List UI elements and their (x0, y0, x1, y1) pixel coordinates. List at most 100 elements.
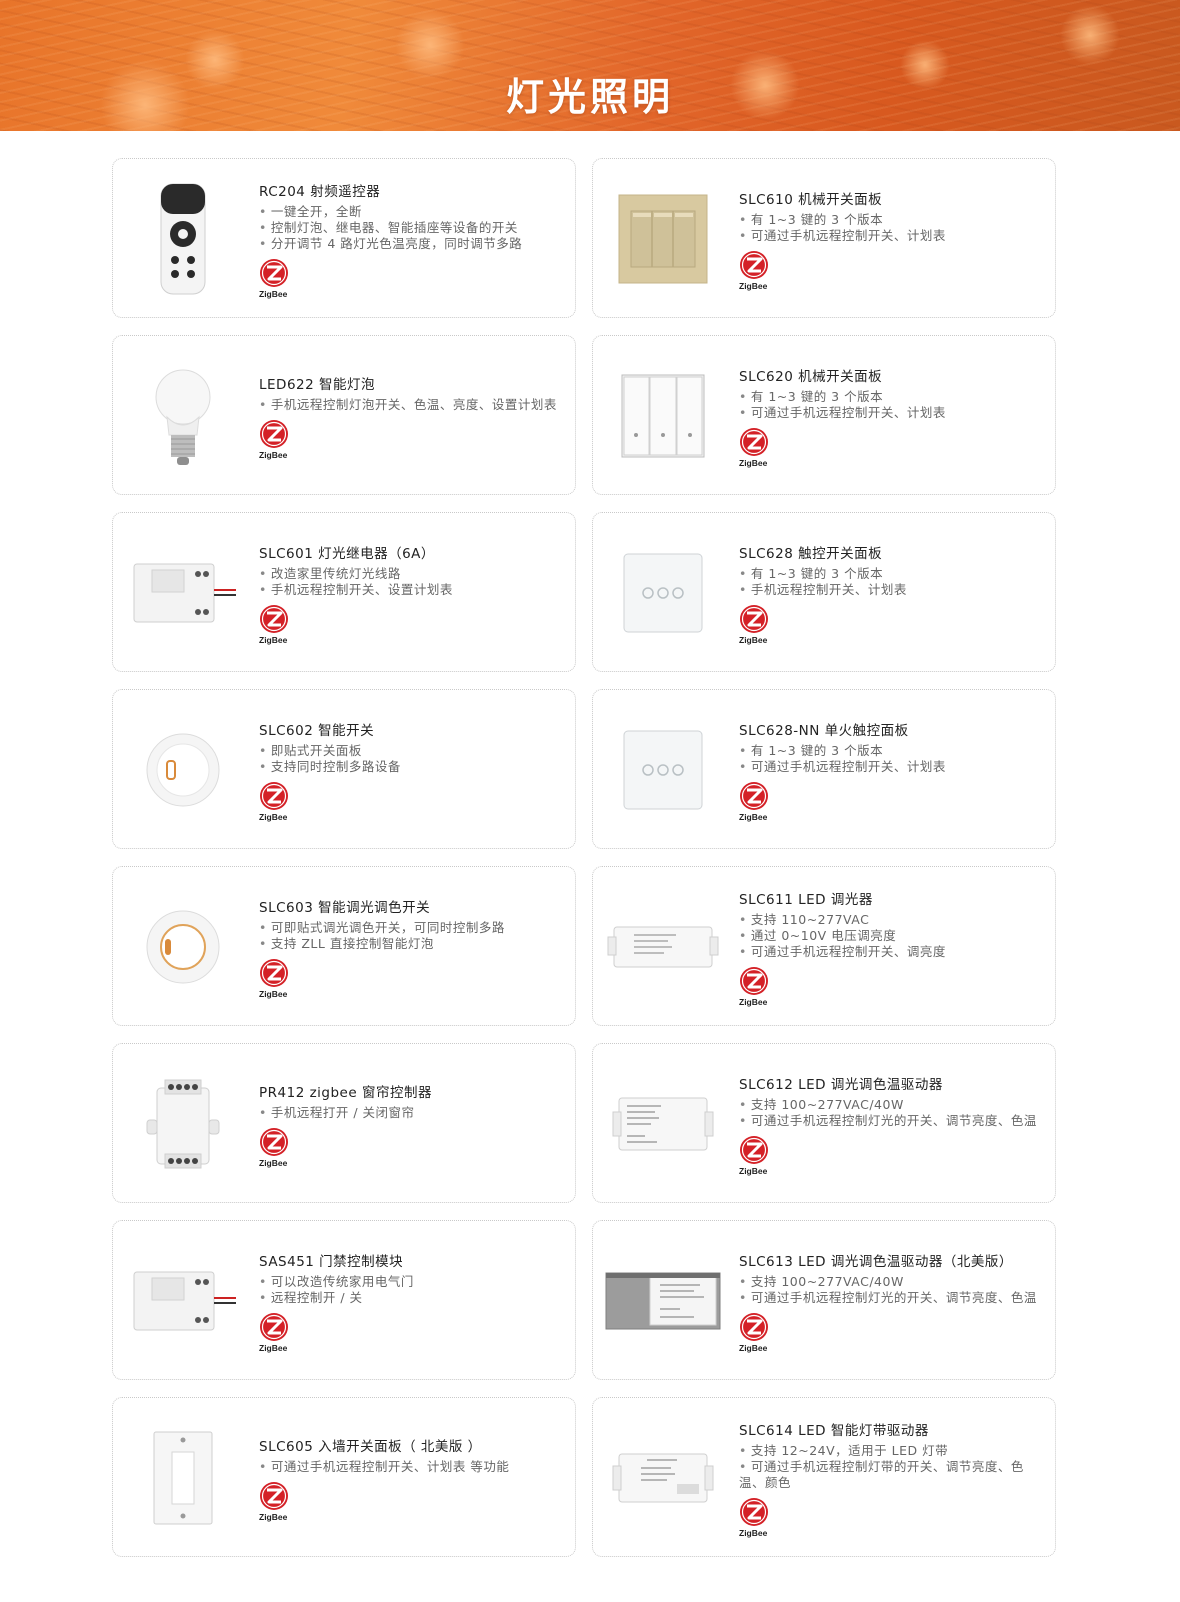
product-card: SLC620 机械开关面板•有 1~3 键的 3 个版本•可通过手机远程控制开关… (592, 335, 1056, 495)
bullet-icon: • (259, 565, 267, 581)
product-info: SLC601 灯光继电器（6A）•改造家里传统灯光线路•手机远程控制开关、设置计… (259, 513, 561, 673)
feature-text: 支持 12~24V，适用于 LED 灯带 (750, 1442, 949, 1458)
product-title: SLC605 入墙开关面板（ 北美版 ） (259, 1438, 482, 1455)
feature-text: 可通过手机远程控制开关、调亮度 (750, 943, 946, 959)
bullet-icon: • (259, 1289, 267, 1305)
gold-panel-icon (593, 159, 733, 319)
zigbee-logo: ZigBee (739, 250, 779, 291)
feature-text: 支持 ZLL 直接控制智能灯泡 (270, 935, 434, 951)
product-card: SLC614 LED 智能灯带驱动器 •支持 12~24V，适用于 LED 灯带•… (592, 1397, 1056, 1557)
product-title: PR412 zigbee 窗帘控制器 (259, 1084, 432, 1101)
product-info: SLC614 LED 智能灯带驱动器 •支持 12~24V，适用于 LED 灯带•… (739, 1398, 1041, 1558)
product-card: PR412 zigbee 窗帘控制器 •手机远程打开 / 关闭窗帘 ZigBee (112, 1043, 576, 1203)
zigbee-text: ZigBee (739, 1165, 768, 1176)
product-info: SLC613 LED 调光调色温驱动器（北美版）•支持 100~277VAC/4… (739, 1221, 1041, 1381)
zigbee-icon (260, 1481, 288, 1510)
feature-list: •有 1~3 键的 3 个版本•手机远程控制开关、计划表 (739, 566, 1041, 598)
zigbee-text: ZigBee (739, 457, 768, 468)
product-title: SLC602 智能开关 (259, 722, 375, 739)
zigbee-icon (260, 604, 288, 633)
product-card: SLC603 智能调光调色开关•可即贴式调光调色开关，可同时控制多路•支持 ZL… (112, 866, 576, 1026)
feature-text: 可通过手机远程控制灯光的开关、调节亮度、色温 (750, 1289, 1037, 1305)
banner-glow (730, 50, 800, 120)
feature-list: •支持 110~277VAC•通过 0~10V 电压调亮度•可通过手机远程控制开… (739, 912, 1041, 960)
zigbee-logo: ZigBee (259, 604, 299, 645)
feature-item: •可通过手机远程控制开关、调亮度 (739, 944, 1041, 960)
bullet-icon: • (739, 943, 747, 959)
feature-text: 可通过手机远程控制灯带的开关、调节亮度、色温、颜色 (739, 1458, 1024, 1490)
led-driver-icon (593, 1044, 733, 1204)
feature-item: •手机远程打开 / 关闭窗帘 (259, 1105, 561, 1121)
bullet-icon: • (739, 1289, 747, 1305)
product-card: SLC601 灯光继电器（6A）•改造家里传统灯光线路•手机远程控制开关、设置计… (112, 512, 576, 672)
feature-text: 手机远程打开 / 关闭窗帘 (270, 1104, 415, 1120)
zigbee-icon (740, 427, 768, 456)
feature-list: •可通过手机远程控制开关、计划表 等功能 (259, 1459, 561, 1475)
round-switch-icon (113, 690, 253, 850)
bullet-icon: • (259, 758, 267, 774)
bullet-icon: • (259, 203, 267, 219)
feature-list: •支持 12~24V，适用于 LED 灯带•可通过手机远程控制灯带的开关、调节亮… (739, 1443, 1041, 1491)
feature-item: •可通过手机远程控制灯光的开关、调节亮度、色温 (739, 1290, 1041, 1306)
product-card: SLC612 LED 调光调色温驱动器•支持 100~277VAC/40W•可通… (592, 1043, 1056, 1203)
zigbee-logo: ZigBee (739, 427, 779, 468)
feature-text: 支持 100~277VAC/40W (750, 1273, 904, 1289)
feature-text: 可通过手机远程控制开关、计划表 (750, 404, 946, 420)
feature-item: •可通过手机远程控制开关、计划表 等功能 (259, 1459, 561, 1475)
page-title: 灯光照明 (505, 75, 674, 119)
zigbee-text: ZigBee (259, 634, 288, 645)
product-title: RC204 射频遥控器 (259, 183, 381, 200)
bullet-icon: • (739, 911, 747, 927)
feature-item: •有 1~3 键的 3 个版本 (739, 743, 1041, 759)
product-card: RC204 射频遥控器 •一键全开，全断•控制灯泡、继电器、智能插座等设备的开关•… (112, 158, 576, 318)
feature-text: 可以改造传统家用电气门 (270, 1273, 414, 1289)
relay-module-icon (113, 513, 253, 673)
zigbee-icon (260, 1127, 288, 1156)
product-info: SLC620 机械开关面板•有 1~3 键的 3 个版本•可通过手机远程控制开关… (739, 336, 1041, 496)
feature-list: •支持 100~277VAC/40W•可通过手机远程控制灯光的开关、调节亮度、色… (739, 1274, 1041, 1306)
zigbee-text: ZigBee (739, 996, 768, 1007)
feature-text: 分开调节 4 路灯光色温亮度，同时调节多路 (270, 235, 523, 251)
feature-list: •一键全开，全断•控制灯泡、继电器、智能插座等设备的开关•分开调节 4 路灯光色… (259, 204, 561, 252)
product-info: SLC628-NN 单火触控面板•有 1~3 键的 3 个版本•可通过手机远程控… (739, 690, 1041, 850)
feature-item: •有 1~3 键的 3 个版本 (739, 389, 1041, 405)
feature-text: 有 1~3 键的 3 个版本 (750, 388, 884, 404)
product-title: SAS451 门禁控制模块 (259, 1253, 404, 1270)
feature-list: •支持 100~277VAC/40W•可通过手机远程控制灯光的开关、调节亮度、色… (739, 1097, 1041, 1129)
product-card: SLC611 LED 调光器•支持 110~277VAC•通过 0~10V 电压… (592, 866, 1056, 1026)
zigbee-logo: ZigBee (259, 1312, 299, 1353)
product-title: SLC628-NN 单火触控面板 (739, 722, 909, 739)
zigbee-logo: ZigBee (739, 781, 779, 822)
feature-list: •有 1~3 键的 3 个版本•可通过手机远程控制开关、计划表 (739, 389, 1041, 421)
zigbee-logo: ZigBee (259, 958, 299, 999)
feature-text: 可通过手机远程控制灯光的开关、调节亮度、色温 (750, 1112, 1037, 1128)
feature-item: •手机远程控制开关、设置计划表 (259, 582, 561, 598)
feature-item: •有 1~3 键的 3 个版本 (739, 212, 1041, 228)
feature-text: 手机远程控制开关、计划表 (750, 581, 907, 597)
zigbee-logo: ZigBee (259, 1127, 299, 1168)
zigbee-text: ZigBee (259, 1342, 288, 1353)
zigbee-icon (740, 250, 768, 279)
product-info: SLC612 LED 调光调色温驱动器•支持 100~277VAC/40W•可通… (739, 1044, 1041, 1204)
zigbee-icon (740, 1135, 768, 1164)
feature-text: 可即贴式调光调色开关，可同时控制多路 (270, 919, 505, 935)
zigbee-logo: ZigBee (259, 781, 299, 822)
zigbee-text: ZigBee (259, 1157, 288, 1168)
product-card: LED622 智能灯泡•手机远程控制灯泡开关、色温、亮度、设置计划表 ZigBe… (112, 335, 576, 495)
bullet-icon: • (259, 235, 267, 251)
header-banner: 灯光照明 (0, 0, 1180, 131)
zigbee-text: ZigBee (739, 280, 768, 291)
bullet-icon: • (739, 388, 747, 404)
product-info: PR412 zigbee 窗帘控制器 •手机远程打开 / 关闭窗帘 ZigBee (259, 1044, 561, 1204)
product-title: SLC614 LED 智能灯带驱动器 (739, 1422, 929, 1439)
remote-control-icon (113, 159, 253, 319)
zigbee-icon (260, 419, 288, 448)
zigbee-logo: ZigBee (259, 258, 299, 299)
bullet-icon: • (739, 581, 747, 597)
zigbee-logo: ZigBee (259, 419, 299, 460)
banner-glow (900, 40, 950, 90)
wall-switch-icon (113, 1398, 253, 1558)
feature-text: 即贴式开关面板 (270, 742, 362, 758)
bullet-icon: • (259, 219, 267, 235)
product-card: SLC610 机械开关面板•有 1~3 键的 3 个版本•可通过手机远程控制开关… (592, 158, 1056, 318)
